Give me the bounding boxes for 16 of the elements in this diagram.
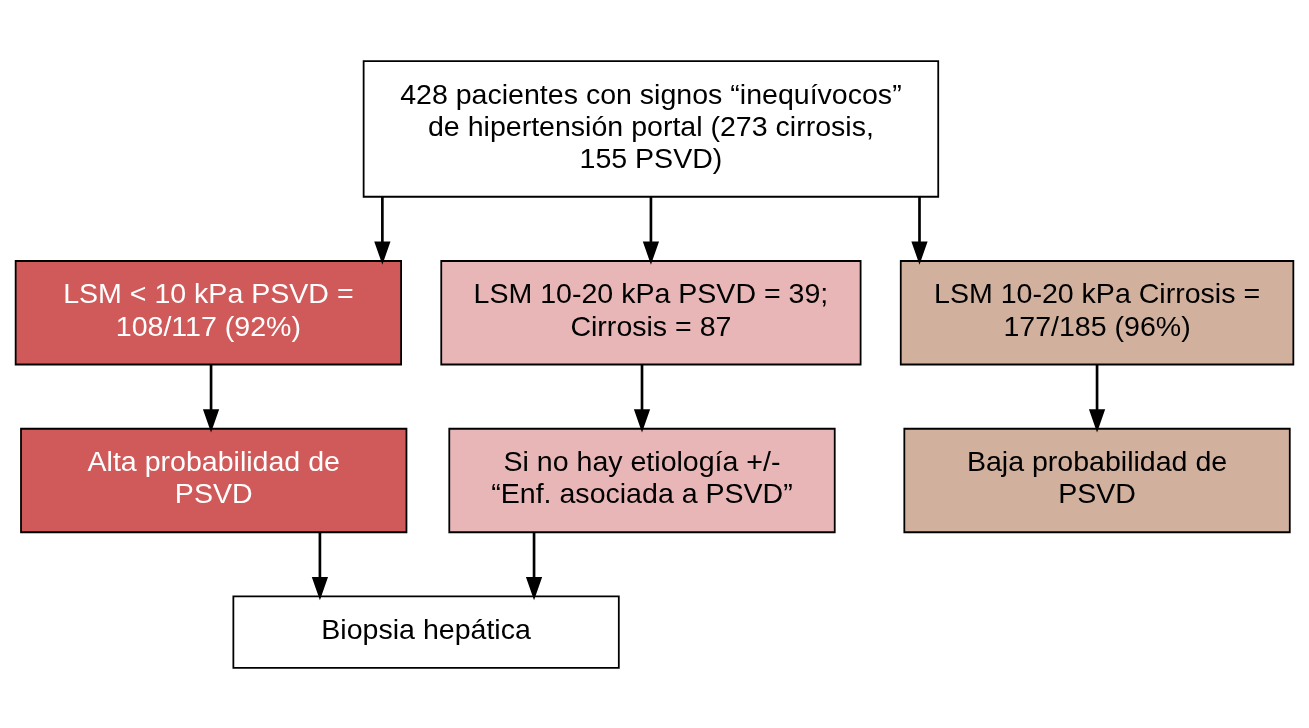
node-box: Biopsia hepática <box>232 595 620 669</box>
node-box: LSM < 10 kPa PSVD = 108/117 (92%) <box>14 259 402 365</box>
node-box: LSM 10-20 kPa PSVD = 39; Cirrosis = 87 <box>440 259 862 365</box>
arrow <box>374 196 391 265</box>
arrow <box>202 364 220 432</box>
arrow <box>911 196 928 265</box>
arrow <box>311 532 329 600</box>
arrow <box>633 364 651 432</box>
node-box: Baja probabilidad de PSVD <box>903 427 1291 533</box>
node-box: LSM 10-20 kPa Cirrosis = 177/185 (96%) <box>899 259 1295 365</box>
node-box: 428 pacientes con signos “inequívocos” de hipertensión portal (273 cirrosis, 155 PSVD) <box>362 59 940 198</box>
node-box: Alta probabilidad de PSVD <box>20 427 408 533</box>
arrow <box>1088 364 1106 432</box>
node-box: Si no hay etiología +/- “Enf. asociada a PSVD” <box>448 427 836 533</box>
arrow <box>525 532 543 600</box>
arrow <box>642 196 660 265</box>
